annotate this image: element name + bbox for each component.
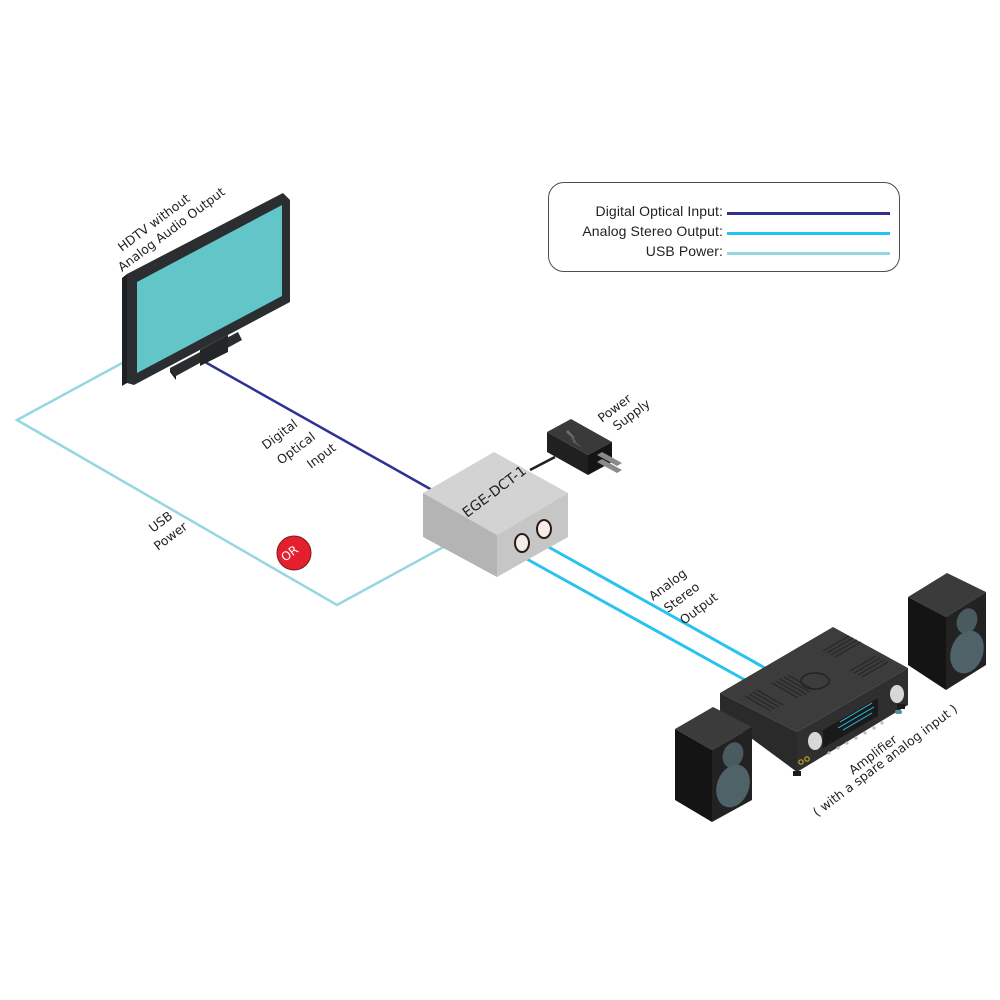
legend-swatch [727, 252, 890, 255]
usb-power-cable [14, 360, 448, 607]
power-supply-cable [529, 455, 556, 472]
tweeter [722, 742, 744, 768]
legend-item-digital-optical: Digital Optical Input: [549, 203, 901, 221]
converter-box [423, 452, 568, 577]
legend-item-usb-power: USB Power: [549, 243, 901, 261]
legend-label: Analog Stereo Output: [582, 223, 723, 239]
hdtv [122, 193, 290, 386]
tweeter [956, 608, 978, 634]
woofer [950, 630, 984, 674]
legend-swatch [727, 232, 890, 235]
legend-label: USB Power: [645, 243, 723, 259]
analog-stereo-cable-left [544, 543, 766, 670]
volume-knob [808, 732, 822, 750]
lightning-icon [566, 430, 582, 448]
rca-jack-left [514, 533, 530, 553]
legend-label: Digital Optical Input: [595, 203, 723, 219]
legend: Digital Optical Input: Analog Stereo Out… [548, 182, 900, 272]
analog-stereo-cable-right [524, 556, 746, 682]
speaker-right [908, 573, 986, 690]
legend-item-analog-stereo: Analog Stereo Output: [549, 223, 901, 241]
legend-swatch [727, 212, 890, 215]
speaker-left [675, 707, 752, 822]
woofer [716, 764, 750, 808]
digital-optical-cable [204, 360, 433, 492]
amplifier [720, 627, 908, 776]
or-badge: OR [276, 535, 312, 571]
selector-knob [890, 685, 904, 703]
tv-screen [137, 205, 282, 373]
rca-jack-right [536, 519, 552, 539]
power-supply [547, 419, 622, 475]
